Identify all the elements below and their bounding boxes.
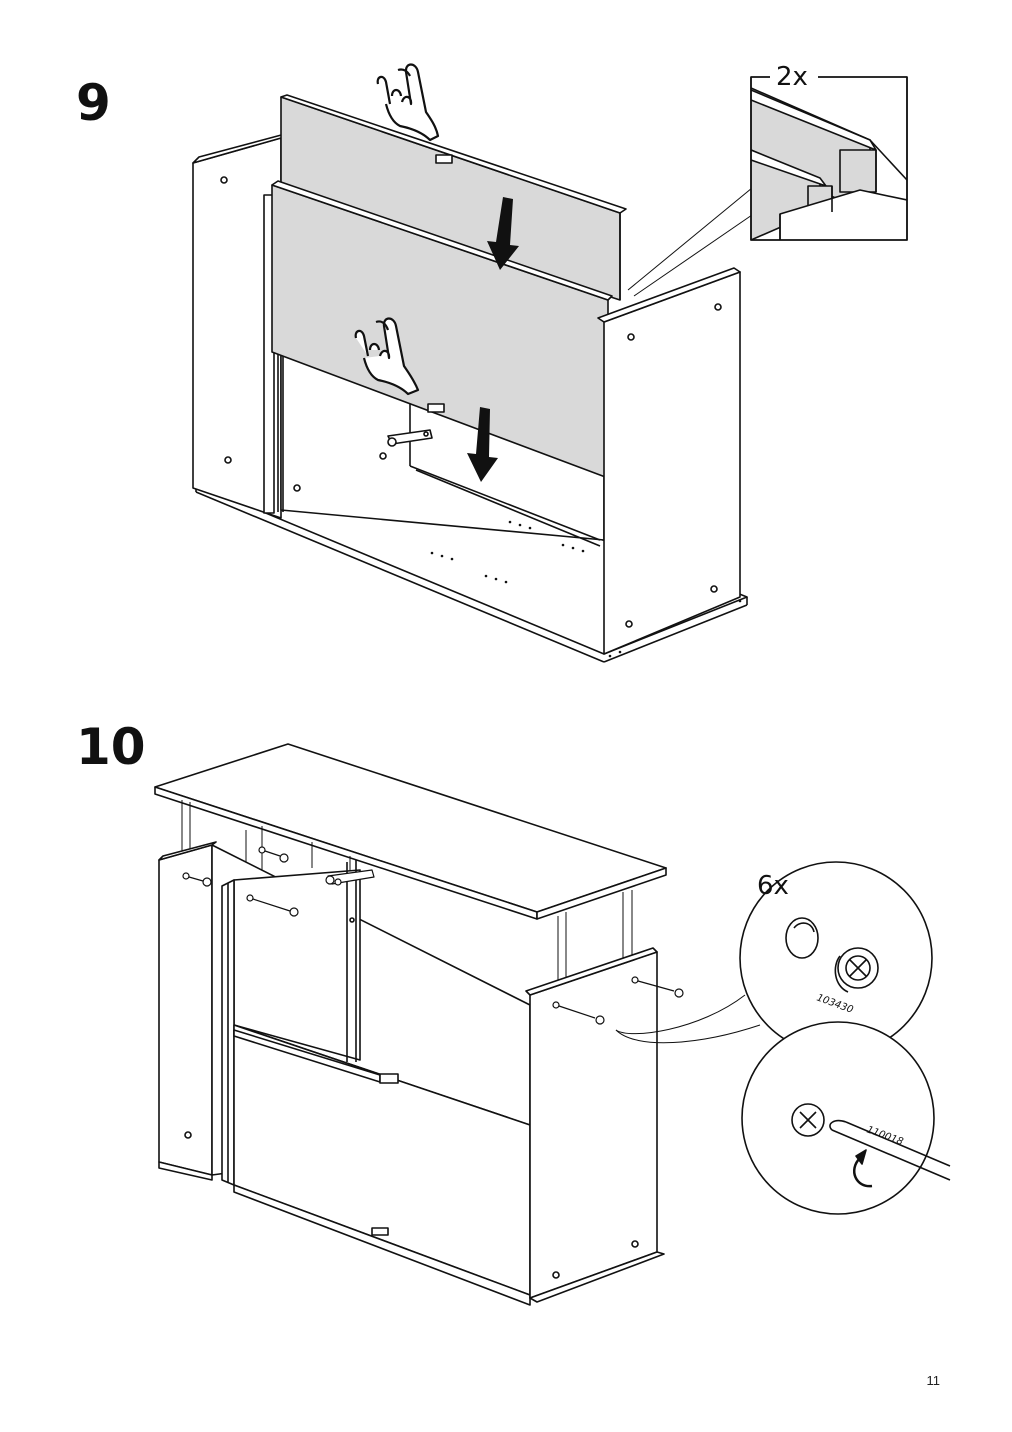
page-number: 11 [926,1373,941,1388]
step-10-number: 10 [76,718,146,776]
connector-bracket-icon [325,869,375,886]
step-9-illustration [192,60,908,663]
floor-hole-markers [430,520,742,658]
connector-bracket-icon [387,429,433,447]
step-10-illustration [154,743,951,1306]
cam-lock-fitting-icon [182,846,684,1025]
step-9-quantity-label: 2x [776,62,808,92]
down-arrow-icon [467,197,519,482]
dowel-guides [181,800,633,985]
step-9-number: 9 [76,74,111,132]
hand-push-icon [354,317,420,396]
step-10-quantity-label: 6x [757,871,789,901]
hand-push-icon [376,63,440,142]
detail-callout-box [750,60,908,241]
screwdriver-detail-circle [741,1021,951,1215]
left-side-panel [158,844,213,1176]
right-side-panel [603,271,741,655]
